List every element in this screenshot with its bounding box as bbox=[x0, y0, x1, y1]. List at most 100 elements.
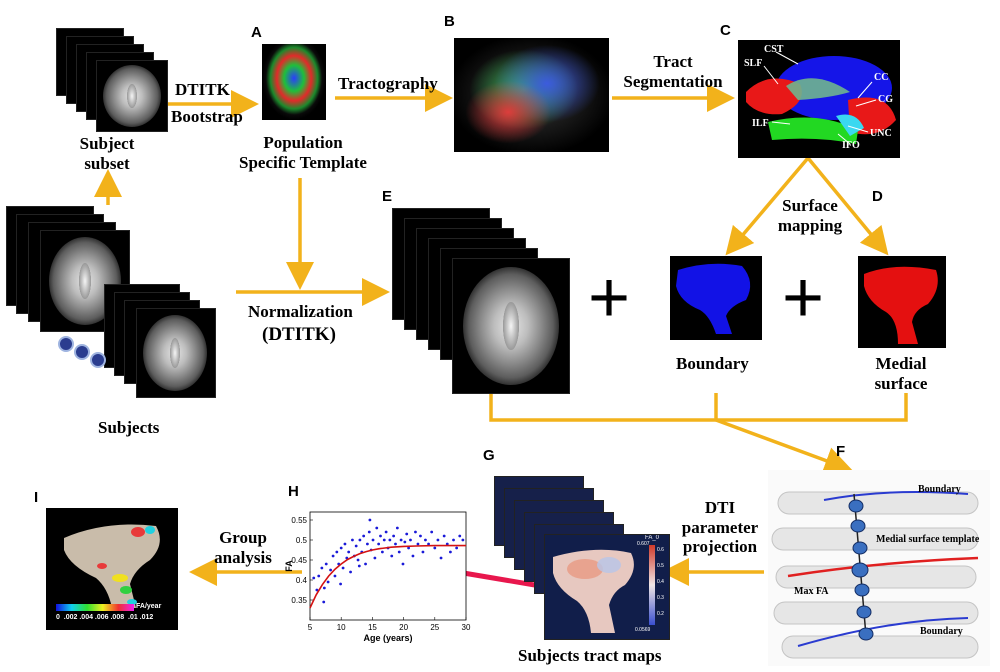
subjects-stack-large bbox=[6, 206, 130, 332]
data-point bbox=[329, 568, 332, 572]
normalization-label: Normalization bbox=[248, 302, 353, 321]
data-point bbox=[409, 538, 412, 542]
arrow-surface-right bbox=[806, 156, 889, 256]
panel-label-i: I bbox=[34, 489, 39, 506]
data-point bbox=[315, 588, 319, 592]
tract-map-tick-0: 0.6 bbox=[657, 547, 664, 553]
population-template-label: Population Specific Template bbox=[239, 133, 367, 172]
arrow-surface-left bbox=[725, 156, 810, 256]
subjects-tract-maps-label: Subjects tract maps bbox=[518, 646, 662, 665]
data-point bbox=[436, 538, 440, 542]
tract-label-ilf: ILF bbox=[752, 118, 769, 129]
data-point bbox=[356, 558, 360, 562]
data-point bbox=[331, 554, 335, 558]
tract-map-tick-2: 0.4 bbox=[657, 579, 664, 585]
x-tick-label: 20 bbox=[399, 623, 408, 632]
data-point bbox=[371, 538, 375, 542]
arrow-to-f bbox=[715, 418, 853, 474]
data-point bbox=[322, 586, 326, 590]
data-point bbox=[401, 562, 405, 566]
data-point bbox=[421, 550, 425, 554]
y-tick-label: 0.4 bbox=[296, 576, 308, 585]
data-point bbox=[414, 530, 417, 534]
tract-label-cg: CG bbox=[878, 94, 893, 105]
x-tick-label: 5 bbox=[308, 623, 313, 632]
data-point bbox=[407, 546, 410, 550]
data-point bbox=[424, 538, 427, 542]
data-point bbox=[317, 574, 321, 578]
tract-map-scale-max: 0.607 bbox=[637, 541, 650, 547]
data-point bbox=[373, 556, 377, 560]
tract-map-tick-4: 0.2 bbox=[657, 611, 664, 617]
group-analysis-image: FA/year 0 .002 .004 .006 .008 .01 .012 bbox=[46, 508, 178, 630]
panel-label-a: A bbox=[251, 24, 262, 41]
tract-map-scale-min: 0.0569 bbox=[635, 627, 651, 633]
bootstrap-label: Bootstrap bbox=[171, 107, 243, 126]
data-point bbox=[397, 550, 401, 554]
x-axis-label: Age (years) bbox=[363, 633, 412, 643]
boundary-surface-image bbox=[670, 256, 762, 340]
data-point bbox=[458, 534, 462, 538]
dti-projection-label: DTI parameter projection bbox=[681, 498, 759, 557]
data-point bbox=[384, 530, 388, 534]
y-tick-label: 0.35 bbox=[291, 596, 307, 605]
panel-label-c: C bbox=[720, 22, 731, 39]
data-point bbox=[388, 538, 392, 542]
normalization-tool-label: (DTITK) bbox=[262, 324, 336, 345]
data-point bbox=[341, 566, 345, 570]
data-point bbox=[312, 576, 316, 580]
data-point bbox=[375, 526, 379, 530]
data-point bbox=[452, 538, 455, 542]
data-point bbox=[351, 538, 354, 542]
y-tick-label: 0.55 bbox=[291, 516, 307, 525]
tract-label-cc: CC bbox=[874, 72, 889, 83]
data-point bbox=[395, 526, 399, 530]
medial-template-label: Medial surface template bbox=[876, 534, 980, 545]
tract-maps-stack: FA_0 0.607 0.0569 0.6 0.5 0.4 0.3 0.2 bbox=[494, 476, 674, 646]
data-point bbox=[392, 534, 396, 538]
x-tick-label: 30 bbox=[462, 623, 471, 632]
dtitk-label: DTITK bbox=[175, 80, 230, 99]
data-point bbox=[433, 546, 437, 550]
panel-label-d: D bbox=[872, 188, 883, 205]
segmented-tracts-svg bbox=[746, 51, 896, 145]
data-point bbox=[322, 600, 326, 604]
tract-label-slf: SLF bbox=[744, 58, 763, 69]
colorbar-unit: FA/year bbox=[136, 603, 162, 610]
data-point bbox=[403, 540, 407, 544]
data-point bbox=[349, 570, 352, 574]
data-point bbox=[416, 542, 420, 546]
tractography-image bbox=[454, 38, 609, 152]
data-point bbox=[367, 530, 371, 534]
data-point bbox=[320, 566, 324, 570]
data-point bbox=[380, 550, 384, 554]
data-point bbox=[390, 554, 394, 558]
data-point bbox=[399, 538, 403, 542]
x-tick-label: 25 bbox=[430, 623, 439, 632]
group-analysis-label: Group analysis bbox=[214, 528, 272, 567]
data-point bbox=[445, 542, 449, 546]
subjects-label: Subjects bbox=[98, 418, 160, 437]
plot-area bbox=[309, 511, 467, 621]
x-tick-label: 10 bbox=[337, 623, 346, 632]
data-point bbox=[324, 562, 328, 566]
data-point bbox=[347, 550, 351, 554]
data-point bbox=[449, 550, 452, 554]
medial-boundary-bottom-label: Boundary bbox=[920, 626, 963, 637]
data-point bbox=[357, 564, 361, 568]
data-point bbox=[411, 554, 415, 558]
tractography-label: Tractography bbox=[338, 74, 438, 93]
colorbar-ticks: 0 .002 .004 .006 .008 .01 .012 bbox=[56, 614, 154, 621]
tract-map-tick-1: 0.5 bbox=[657, 563, 664, 569]
fit-curve bbox=[309, 544, 466, 609]
normalized-scans-stack bbox=[392, 208, 592, 398]
data-point bbox=[354, 544, 358, 548]
tract-map-scale-title: FA_0 bbox=[645, 535, 660, 541]
surface-mapping-label: Surface mapping bbox=[777, 196, 843, 235]
data-point bbox=[461, 538, 465, 542]
ellipsis-dots bbox=[58, 336, 108, 368]
y-tick-label: 0.5 bbox=[296, 536, 308, 545]
subject-subset-label: Subject subset bbox=[79, 134, 135, 173]
medial-surface-svg bbox=[864, 266, 938, 344]
